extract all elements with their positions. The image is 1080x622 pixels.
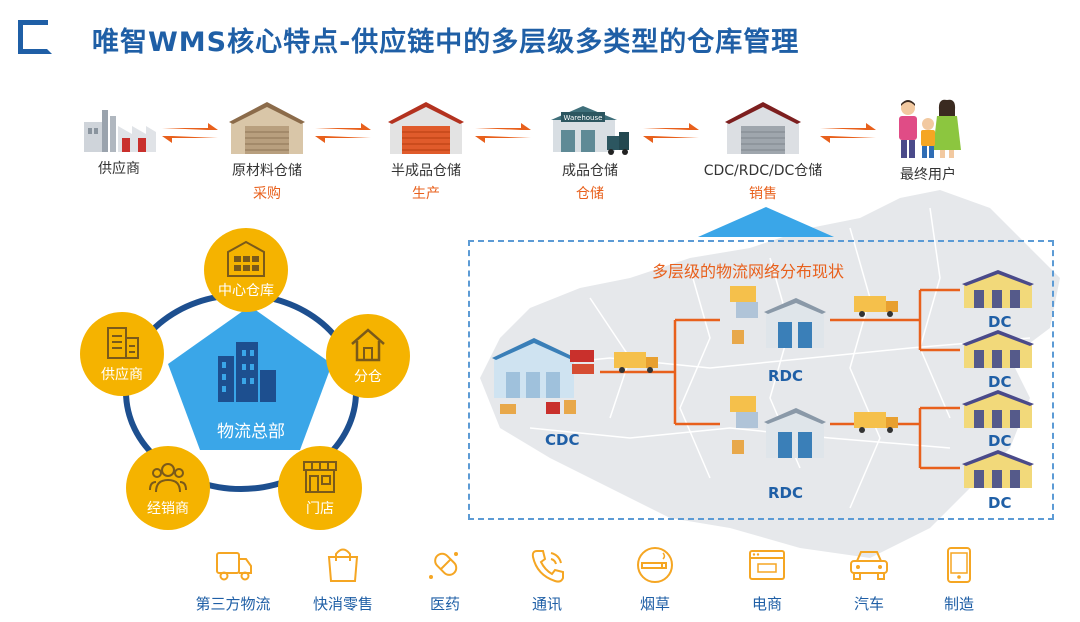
dc-warehouse-icon: [962, 390, 1034, 428]
bidirectional-arrow-icon: [475, 123, 531, 143]
hub-node-store: 门店: [278, 446, 362, 530]
car-icon: [850, 551, 888, 580]
page-title: 唯智WMS核心特点-供应链中的多层级多类型的仓库管理: [92, 27, 800, 58]
shopping-bag-icon: [327, 548, 359, 582]
china-map-background: [480, 190, 1060, 558]
industry-label: 第三方物流: [195, 595, 271, 613]
industry-fmcg: 快消零售: [298, 545, 388, 614]
house-icon: [351, 328, 385, 362]
phone-icon: [531, 550, 564, 583]
industry-ecommerce: 电商: [722, 545, 812, 614]
pointer-triangle: [698, 207, 834, 237]
pill-icon: [429, 552, 458, 579]
building-icon: [107, 327, 139, 359]
truck-icon: [216, 552, 252, 581]
rdc-label: RDC: [768, 484, 804, 502]
industry-telecom: 通讯: [502, 545, 592, 614]
chain-node-raw-material: 原材料仓储 采购: [222, 100, 312, 203]
industry-label: 制造: [943, 595, 974, 613]
truck-icon: [854, 412, 898, 433]
hub-node-label: 中心仓库: [218, 283, 274, 299]
chain-sub-label: 仓储: [576, 186, 604, 202]
chain-label: 原材料仓储: [232, 163, 302, 179]
chain-node-distribution: CDC/RDC/DC仓储 销售: [690, 100, 836, 203]
dc-label: DC: [988, 313, 1012, 331]
chain-node-supplier: 供应商: [78, 102, 160, 178]
dc-label: DC: [988, 494, 1012, 512]
bidirectional-arrow-icon: [820, 123, 876, 143]
people-icon: [149, 463, 187, 493]
rdc-warehouse-icon: [730, 396, 826, 458]
chain-node-end-user: 最终用户: [886, 98, 970, 184]
network-frame: [468, 240, 1054, 520]
rdc-label: RDC: [768, 367, 804, 385]
chain-label: CDC/RDC/DC仓储: [703, 163, 823, 179]
industry-label: 电商: [751, 595, 782, 613]
browser-icon: [749, 550, 785, 580]
hub-center-label: 物流总部: [217, 422, 285, 442]
industry-label: 汽车: [853, 595, 884, 613]
cigarette-icon: [637, 547, 673, 583]
chain-label: 成品仓储: [562, 163, 618, 179]
chain-node-semi-finished: 半成品仓储 生产: [380, 100, 472, 203]
svg-text:Warehouse: Warehouse: [564, 114, 603, 122]
cdc-label: CDC: [545, 431, 580, 449]
dc-warehouse-icon: [962, 330, 1034, 368]
industry-3pl: 第三方物流: [188, 545, 278, 614]
rdc-warehouse-icon: [730, 286, 826, 348]
warehouse-red-icon: [388, 102, 464, 154]
industry-tobacco: 烟草: [610, 545, 700, 614]
hub-node-label: 供应商: [101, 367, 143, 383]
store-icon: [303, 461, 337, 493]
title-bracket-icon: [18, 20, 52, 54]
industry-label: 快消零售: [312, 595, 373, 613]
warehouse-grey-icon: [725, 102, 801, 154]
truck-icon: [854, 296, 898, 317]
family-icon: [899, 99, 961, 158]
hub-node-central-warehouse: 中心仓库: [204, 228, 288, 312]
chain-label: 最终用户: [900, 167, 956, 183]
industry-label: 通讯: [531, 595, 562, 613]
network-links: [600, 288, 960, 470]
cdc-warehouse-icon: [492, 338, 594, 414]
central-warehouse-icon: [227, 240, 265, 277]
dc-warehouse-icon: [962, 450, 1034, 488]
hub-node-label: 经销商: [147, 501, 189, 517]
chain-sub-label: 采购: [253, 186, 281, 202]
hub-node-supplier: 供应商: [80, 312, 164, 396]
industry-manufacturing: 制造: [914, 545, 1004, 614]
dc-warehouse-icon: [962, 270, 1034, 308]
chain-sub-label: 销售: [749, 186, 777, 202]
mobile-device-icon: [947, 547, 971, 583]
industry-pharma: 医药: [400, 545, 490, 614]
chain-node-finished: Warehouse 成品仓储 仓储: [545, 104, 635, 203]
warehouse-teal-icon: Warehouse: [551, 106, 629, 155]
bidirectional-arrow-icon: [162, 123, 218, 143]
dc-label: DC: [988, 373, 1012, 391]
chain-label: 供应商: [98, 161, 140, 177]
industry-label: 医药: [429, 595, 460, 613]
industry-label: 烟草: [639, 595, 670, 613]
warehouse-beige-icon: [229, 102, 305, 154]
network-title: 多层级的物流网络分布现状: [652, 262, 845, 281]
hub-node-label: 门店: [306, 501, 334, 517]
hub-node-dealer: 经销商: [126, 446, 210, 530]
bidirectional-arrow-icon: [315, 123, 371, 143]
truck-icon: [614, 352, 658, 373]
chain-label: 半成品仓储: [391, 163, 461, 179]
dc-label: DC: [988, 432, 1012, 450]
industry-auto: 汽车: [824, 545, 914, 614]
bidirectional-arrow-icon: [643, 123, 699, 143]
chain-sub-label: 生产: [412, 186, 440, 202]
hub-node-branch: 分仓: [326, 314, 410, 398]
factory-icon: [84, 110, 156, 152]
hub-node-label: 分仓: [354, 369, 382, 385]
